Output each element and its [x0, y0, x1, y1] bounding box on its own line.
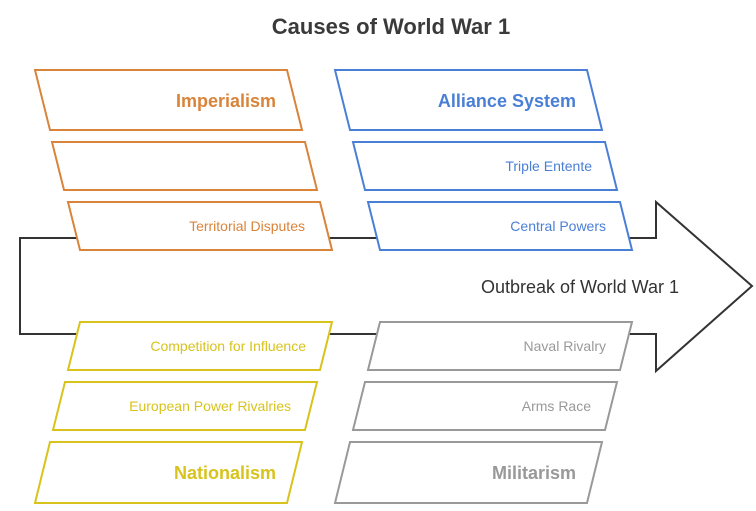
imperialism-item-box: [66, 201, 334, 251]
alliance-item: Central Powers: [510, 218, 606, 234]
alliance-heading: Alliance System: [438, 91, 576, 111]
alliance-item: Triple Entente: [505, 158, 592, 174]
category-nationalism: [33, 321, 334, 504]
nationalism-item: Competition for Influence: [150, 338, 306, 354]
militarism-heading: Militarism: [492, 463, 576, 483]
militarism-item: Arms Race: [522, 398, 591, 414]
diagram-title: Causes of World War 1: [272, 14, 510, 39]
militarism-item-box: [351, 381, 619, 431]
nationalism-heading: Nationalism: [174, 463, 276, 483]
category-alliance-system: [333, 69, 634, 251]
alliance-item-box: [366, 201, 634, 251]
militarism-heading-box: [333, 441, 604, 504]
alliance-item-box: [351, 141, 619, 191]
nationalism-item-box: [51, 381, 319, 431]
nationalism-item: European Power Rivalries: [129, 398, 291, 414]
nationalism-heading-box: [33, 441, 304, 504]
imperialism-heading: Imperialism: [176, 91, 276, 111]
alliance-heading-box: [333, 69, 604, 131]
imperialism-heading-box: [33, 69, 304, 131]
category-imperialism: [33, 69, 334, 251]
category-militarism: [333, 321, 634, 504]
imperialism-item: Territorial Disputes: [189, 218, 305, 234]
imperialism-item-box: [50, 141, 319, 191]
militarism-item-box: [366, 321, 634, 371]
militarism-item: Naval Rivalry: [524, 338, 606, 354]
nationalism-item-box: [66, 321, 334, 371]
effect-label: Outbreak of World War 1: [481, 277, 679, 297]
